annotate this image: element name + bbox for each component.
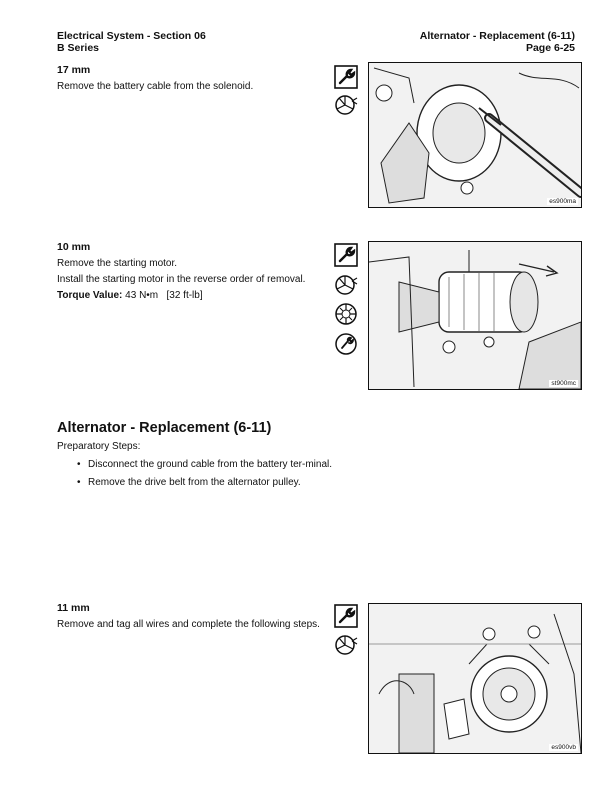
- list-item: Disconnect the ground cable from the bat…: [74, 458, 340, 472]
- header-left: Electrical System - Section 06 B Series: [57, 30, 206, 54]
- step3-size: 11 mm: [57, 602, 90, 614]
- step3-instruction: Remove and tag all wires and complete th…: [57, 619, 320, 630]
- torque-value: 43 N•m: [125, 290, 159, 301]
- wrench-icon: [334, 604, 358, 628]
- header-right: Alternator - Replacement (6-11) Page 6-2…: [420, 30, 575, 54]
- figure-label: es900vb: [549, 744, 578, 751]
- step1-figure: es900ma: [368, 62, 582, 208]
- step2-line1: Remove the starting motor.: [57, 258, 178, 269]
- torque-line: Torque Value: 43 N•m [32 ft-lb]: [57, 288, 203, 303]
- step3-figure: es900vb: [368, 603, 582, 754]
- step2-line2: Install the starting motor in the revers…: [57, 274, 306, 285]
- solenoid-illustration: [369, 63, 581, 207]
- step2-figure: st900mc: [368, 241, 582, 390]
- install-icon: [335, 303, 357, 325]
- prep-list: Disconnect the ground cable from the bat…: [74, 458, 340, 494]
- torque-alt: [32 ft-lb]: [166, 290, 203, 301]
- remove-icon: [335, 275, 358, 295]
- figure-label: st900mc: [549, 380, 578, 387]
- page-number: Page 6-25: [525, 42, 575, 54]
- figure-label: es900ma: [547, 198, 578, 205]
- section-title: Electrical System - Section 06: [57, 30, 206, 42]
- alternator-illustration: [369, 604, 581, 753]
- remove-icon: [335, 635, 358, 655]
- step1-size: 17 mm: [57, 64, 91, 76]
- starter-motor-illustration: [369, 242, 581, 389]
- alternator-section-title: Alternator - Replacement (6-11): [57, 420, 272, 436]
- step2-size: 10 mm: [57, 241, 91, 253]
- series-label: B Series: [57, 42, 100, 54]
- wrench-icon: [334, 243, 358, 267]
- torque-icon: [335, 333, 357, 355]
- remove-icon: [335, 95, 358, 115]
- torque-label: Torque Value:: [57, 290, 123, 301]
- wrench-icon: [334, 65, 358, 89]
- step1-instruction: Remove the battery cable from the soleno…: [57, 81, 254, 92]
- page-topic: Alternator - Replacement (6-11): [419, 30, 575, 42]
- prep-label: Preparatory Steps:: [57, 441, 141, 452]
- list-item: Remove the drive belt from the alternato…: [74, 476, 340, 490]
